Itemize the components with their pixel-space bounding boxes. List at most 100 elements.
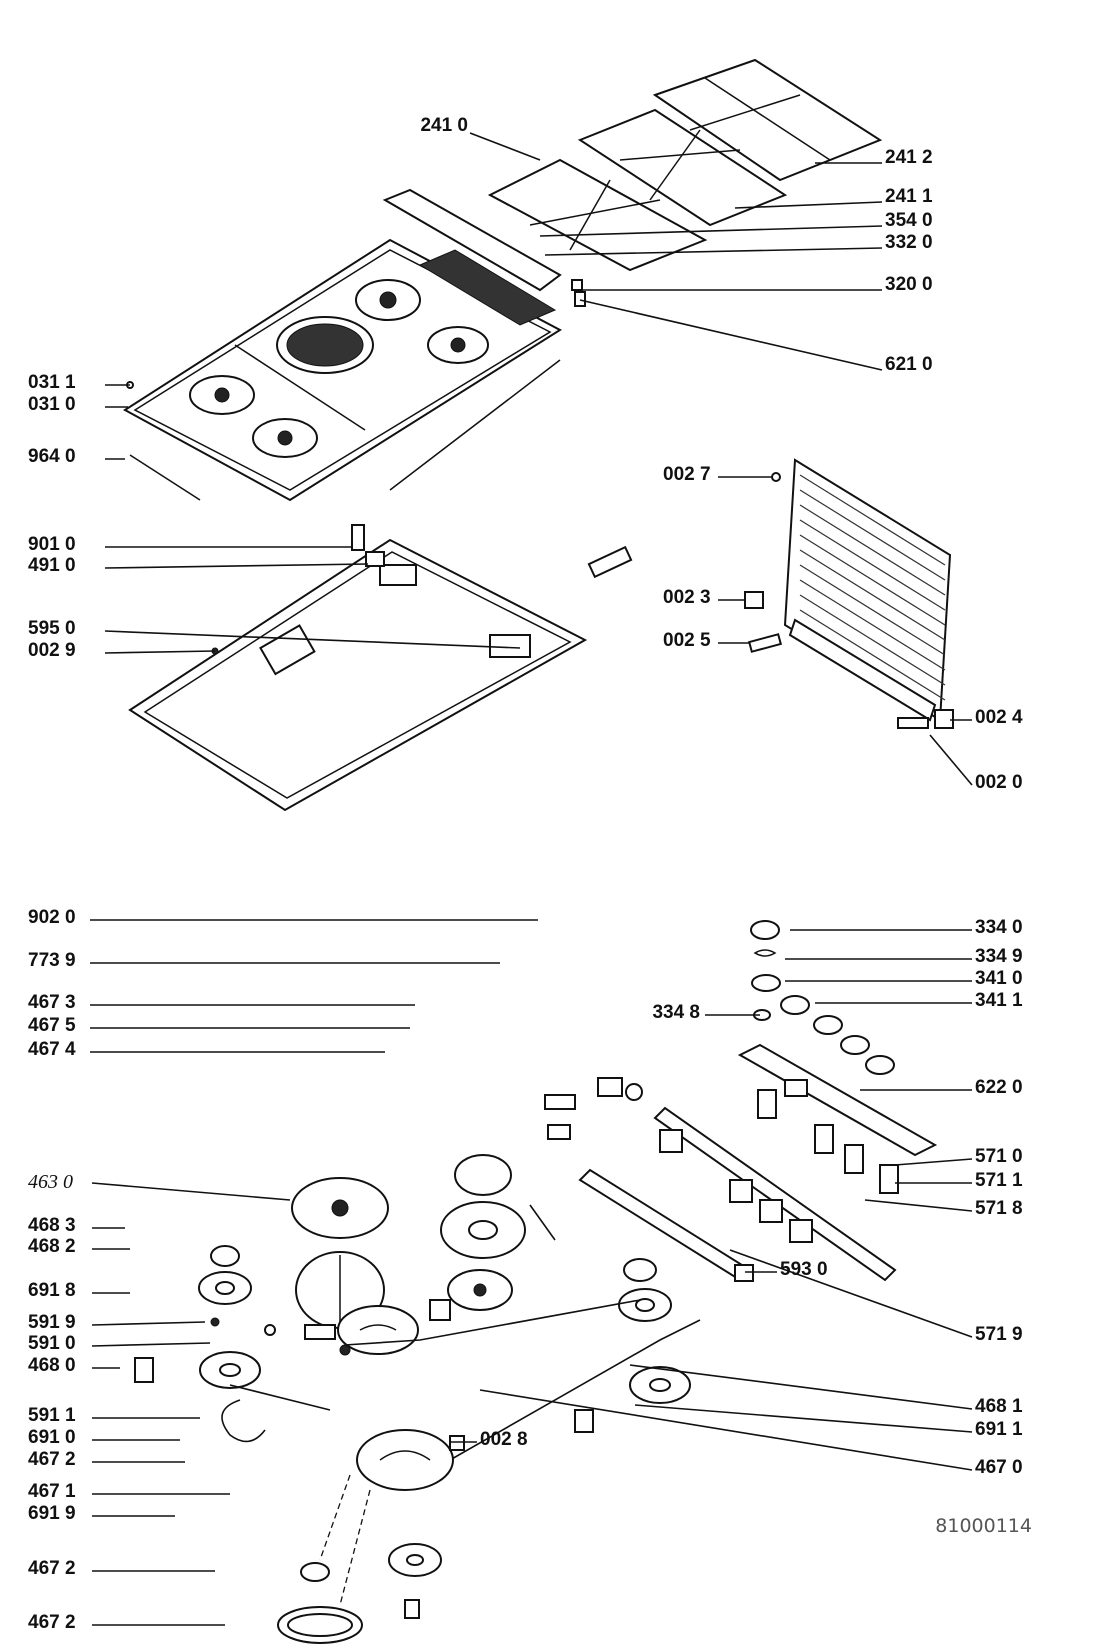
callout-6911: 691 1 [634, 1404, 1023, 1440]
callout-4630: 463 0 [28, 1171, 291, 1201]
burner-head-mid [337, 1305, 419, 1355]
part-number-label: 002 7 [663, 464, 711, 485]
burner-head-wok [356, 1429, 454, 1491]
callout-5911: 591 1 [28, 1405, 200, 1426]
screw-0027 [771, 472, 781, 482]
leader-line [91, 1182, 291, 1201]
fitting-7739b [547, 1124, 571, 1140]
knob-2 [813, 1015, 843, 1035]
spring [753, 949, 777, 957]
gas-pipe-2 [414, 1319, 701, 1481]
leader-line [634, 1404, 973, 1433]
knob-1 [780, 995, 810, 1015]
switch-6220 [784, 1079, 808, 1097]
burner-cap-mid [623, 1258, 657, 1282]
callout-5711: 571 1 [895, 1170, 1023, 1191]
part-number-label: 002 9 [28, 640, 76, 661]
leader-line [729, 1249, 973, 1338]
knob-3 [840, 1035, 870, 1055]
bracket-4910 [365, 551, 385, 567]
callout-3348: 334 8 [652, 1002, 760, 1023]
callout-0029: 002 9 [28, 640, 216, 661]
control-bracket [737, 1043, 938, 1157]
seal-strip-left [129, 454, 201, 501]
pan-support-rear [652, 58, 883, 182]
part-number-label: 002 4 [975, 707, 1023, 728]
part-number-label: 320 0 [885, 274, 933, 295]
callout-6910: 691 0 [28, 1427, 180, 1448]
part-number-label: 334 8 [652, 1002, 700, 1023]
leader-line [894, 1158, 973, 1166]
pan-support-middle [577, 108, 788, 227]
part-number-label: 002 0 [975, 772, 1023, 793]
knob-base [751, 974, 781, 992]
callout-0311: 031 1 [28, 372, 130, 393]
leader-line [864, 1199, 973, 1212]
callout-3340: 334 0 [790, 917, 1023, 938]
part-number-label: 571 1 [975, 1170, 1023, 1191]
part-number-label: 332 0 [885, 232, 933, 253]
burner-cap-large [454, 1154, 512, 1196]
screw-0028 [449, 1435, 465, 1451]
bracket-c [759, 1199, 783, 1223]
callout-3540: 354 0 [539, 210, 933, 237]
part-number-label: 467 2 [28, 1612, 76, 1633]
leader-line [469, 132, 541, 161]
callout-4672a: 467 2 [28, 1449, 185, 1470]
base-tray [128, 538, 633, 812]
callout-0027: 002 7 [663, 464, 772, 485]
callout-2412: 241 2 [815, 147, 933, 168]
part-number-label: 773 9 [28, 950, 76, 971]
callout-4674: 467 4 [28, 1039, 385, 1060]
part-number-label: 463 0 [28, 1171, 73, 1193]
callout-6210: 621 0 [579, 299, 933, 375]
callout-9010: 901 0 [28, 534, 352, 555]
part-number-label: 334 0 [975, 917, 1023, 938]
callout-4682: 468 2 [28, 1236, 130, 1257]
callout-0020: 002 0 [929, 734, 1023, 793]
lower-assembly [134, 920, 938, 1644]
part-number-label: 002 3 [663, 587, 711, 608]
control-panel-strip [382, 188, 562, 292]
callout-0024: 002 4 [950, 707, 1023, 728]
callout-4675: 467 5 [28, 1015, 410, 1036]
part-number-label: 571 9 [975, 1324, 1023, 1345]
bracket-d [789, 1219, 813, 1243]
bracket-6210 [574, 291, 586, 307]
callout-3411: 341 1 [815, 990, 1023, 1011]
leader-line [104, 650, 216, 654]
leader-line [479, 1389, 973, 1471]
callout-4671: 467 1 [28, 1481, 230, 1502]
callout-5710: 571 0 [894, 1146, 1023, 1167]
leader-line [91, 1342, 211, 1347]
gas-tap-3 [844, 1144, 864, 1174]
part-number-label: 571 8 [975, 1198, 1023, 1219]
part-number-label: 901 0 [28, 534, 76, 555]
thermocouple-coil [221, 1399, 266, 1443]
part-number-label: 241 2 [885, 147, 933, 168]
part-number-label: 467 2 [28, 1449, 76, 1470]
part-number-label: 691 0 [28, 1427, 76, 1448]
callout-0023: 002 3 [663, 587, 745, 608]
callout-3410: 341 0 [785, 968, 1023, 989]
knob-cap [750, 920, 780, 940]
part-number-label: 591 0 [28, 1333, 76, 1354]
part-number-label: 691 9 [28, 1503, 76, 1524]
part-number-label: 468 3 [28, 1215, 76, 1236]
callout-4672b: 467 2 [28, 1558, 215, 1579]
bracket-0020 [897, 717, 929, 729]
bracket-3200 [571, 279, 583, 291]
part-number-label: 002 8 [480, 1429, 528, 1450]
document-reference: 81000114 [935, 1515, 1032, 1537]
rod-4675 [529, 1204, 556, 1241]
burner-cap-wok [300, 1562, 330, 1582]
part-number-label: 591 9 [28, 1312, 76, 1333]
leader-line [629, 1364, 973, 1410]
part-number-label: 467 1 [28, 1481, 76, 1502]
callout-4683: 468 3 [28, 1215, 125, 1236]
part-number-label: 467 4 [28, 1039, 76, 1060]
callout-6919: 691 9 [28, 1503, 175, 1524]
part-number-label: 691 8 [28, 1280, 76, 1301]
bracket-b [729, 1179, 753, 1203]
